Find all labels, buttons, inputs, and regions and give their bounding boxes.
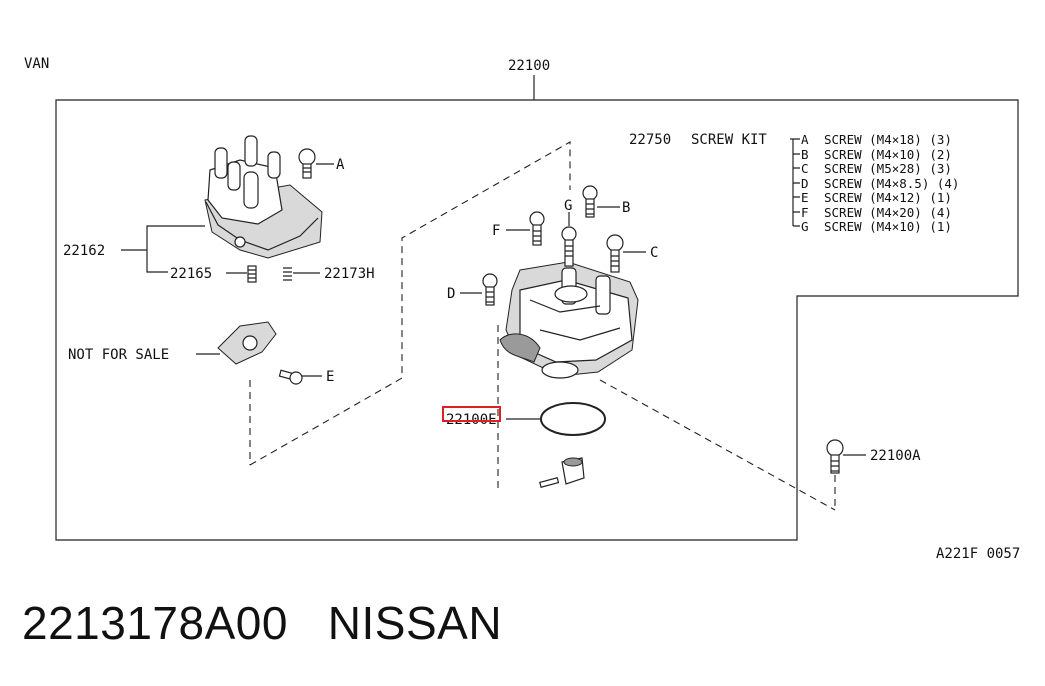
screw-a-icon[interactable] xyxy=(298,148,316,179)
kit-desc-f: SCREW (M4×20) (4) xyxy=(824,205,952,220)
kit-desc-b: SCREW (M4×10) (2) xyxy=(824,147,952,162)
part-22173h-icon[interactable] xyxy=(283,267,292,281)
diagram-code: A221F 0057 xyxy=(936,546,1020,562)
screw-kit-list: A SCREW (M4×18) (3) B SCREW (M4×10) (2) … xyxy=(801,132,959,234)
kit-letter-d: D xyxy=(801,176,809,191)
kit-desc-d: SCREW (M4×8.5) (4) xyxy=(824,176,959,191)
kit-letter-b: B xyxy=(801,147,809,162)
callout-b: B xyxy=(622,200,630,216)
screw-22100a-icon[interactable] xyxy=(826,439,844,474)
diagram-frame xyxy=(55,99,1019,541)
part-22165-icon[interactable] xyxy=(247,265,257,283)
caption-brand: NISSAN xyxy=(327,597,503,649)
callout-a: A xyxy=(336,157,345,173)
kit-letter-f: F xyxy=(801,205,809,220)
caption: 2213178A00 NISSAN xyxy=(22,596,502,650)
screw-d-icon[interactable] xyxy=(482,273,498,306)
rotor-icon[interactable] xyxy=(217,321,277,365)
callout-f: F xyxy=(492,223,500,239)
screw-e-icon[interactable] xyxy=(278,369,303,385)
kit-desc-e: SCREW (M4×12) (1) xyxy=(824,190,952,205)
kit-letter-e: E xyxy=(801,190,809,205)
screw-22100a-label[interactable]: 22100A xyxy=(870,448,921,464)
kit-letter-g: G xyxy=(801,219,809,234)
callout-g: G xyxy=(564,198,572,214)
kit-desc-g: SCREW (M4×10) (1) xyxy=(824,219,952,234)
callout-d: D xyxy=(447,286,455,302)
drive-collar-icon[interactable] xyxy=(539,457,585,488)
screw-a-dash-line xyxy=(599,379,836,511)
cap-part-label[interactable]: 22162 xyxy=(63,243,105,259)
model-label: VAN xyxy=(24,56,49,72)
screw-f-icon[interactable] xyxy=(529,211,545,246)
kit-letter-c: C xyxy=(801,161,809,176)
rotor-label: NOT FOR SALE xyxy=(68,347,169,363)
o-ring-icon[interactable] xyxy=(540,402,606,436)
callout-e-rotor: E xyxy=(326,369,334,385)
assembly-outline-left xyxy=(249,141,571,466)
screw-kit-title: SCREW KIT xyxy=(691,132,767,148)
main-part-label[interactable]: 22100 xyxy=(508,58,550,74)
kit-letter-a: A xyxy=(801,132,809,147)
screw-kit-code[interactable]: 22750 xyxy=(629,132,671,148)
cap-leader xyxy=(121,225,205,273)
screw-kit-bracket xyxy=(790,138,800,227)
caption-part-number: 2213178A00 xyxy=(22,597,288,649)
screw-b-icon[interactable] xyxy=(582,185,598,218)
kit-desc-c: SCREW (M5×28) (3) xyxy=(824,161,952,176)
screw-g-icon[interactable] xyxy=(561,226,577,267)
callout-c: C xyxy=(650,245,658,261)
screw-c-icon[interactable] xyxy=(606,234,624,273)
part-22173h-label[interactable]: 22173H xyxy=(324,266,375,282)
distributor-cap[interactable] xyxy=(204,135,323,259)
o-ring-highlight xyxy=(442,406,501,422)
kit-desc-a: SCREW (M4×18) (3) xyxy=(824,132,952,147)
distributor-housing[interactable] xyxy=(499,261,639,379)
part-22165-label[interactable]: 22165 xyxy=(170,266,212,282)
